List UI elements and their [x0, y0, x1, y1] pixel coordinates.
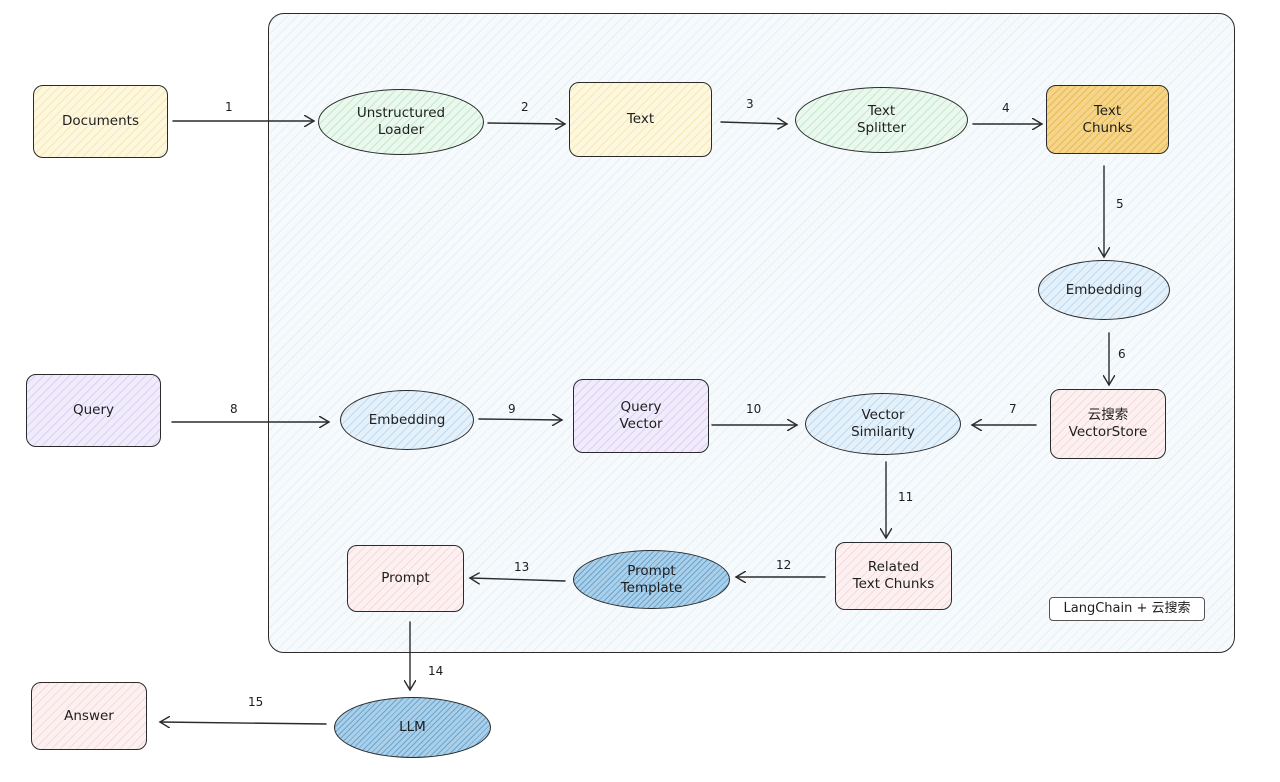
- text-node[interactable]: Text: [569, 82, 712, 157]
- edge-2-arrow: [487, 123, 565, 124]
- edge-15-label: 15: [248, 695, 264, 709]
- edge-6-label: 6: [1118, 347, 1126, 361]
- edge-3-label: 3: [746, 97, 754, 111]
- text-splitter-node[interactable]: Text Splitter: [795, 87, 968, 153]
- embedding-doc-node[interactable]: Embedding: [1038, 260, 1170, 320]
- vector-similarity-node[interactable]: Vector Similarity: [805, 393, 961, 455]
- edge-13-arrow: [470, 578, 566, 581]
- edge-10-label: 10: [746, 402, 762, 416]
- embedding-query-node[interactable]: Embedding: [340, 390, 474, 450]
- edge-11-label: 11: [898, 490, 914, 504]
- edge-8-label: 8: [230, 402, 238, 416]
- edge-14-label: 14: [428, 664, 444, 678]
- documents-node[interactable]: Documents: [33, 85, 168, 158]
- edge-2-label: 2: [521, 100, 529, 114]
- query-node[interactable]: Query: [26, 374, 161, 447]
- related-text-chunks-node[interactable]: Related Text Chunks: [835, 542, 952, 610]
- edge-7-label: 7: [1009, 402, 1017, 416]
- edge-5-label: 5: [1116, 197, 1124, 211]
- edge-9-label: 9: [508, 402, 516, 416]
- container-badge: LangChain + 云搜索: [1049, 597, 1205, 621]
- edge-15-arrow: [160, 722, 327, 724]
- edge-4-label: 4: [1002, 101, 1010, 115]
- edge-13-label: 13: [514, 560, 530, 574]
- edge-12-label: 12: [776, 558, 792, 572]
- edge-3-arrow: [720, 122, 787, 124]
- text-chunks-node[interactable]: Text Chunks: [1046, 85, 1169, 154]
- answer-node[interactable]: Answer: [31, 682, 147, 750]
- edge-1-label: 1: [225, 100, 233, 114]
- prompt-template-node[interactable]: Prompt Template: [573, 550, 730, 609]
- prompt-node[interactable]: Prompt: [347, 545, 464, 612]
- query-vector-node[interactable]: Query Vector: [573, 379, 709, 453]
- edge-9-arrow: [478, 419, 562, 420]
- unstructured-loader-node[interactable]: Unstructured Loader: [318, 89, 484, 155]
- llm-node[interactable]: LLM: [334, 697, 491, 758]
- vectorstore-node[interactable]: 云搜索 VectorStore: [1050, 389, 1166, 459]
